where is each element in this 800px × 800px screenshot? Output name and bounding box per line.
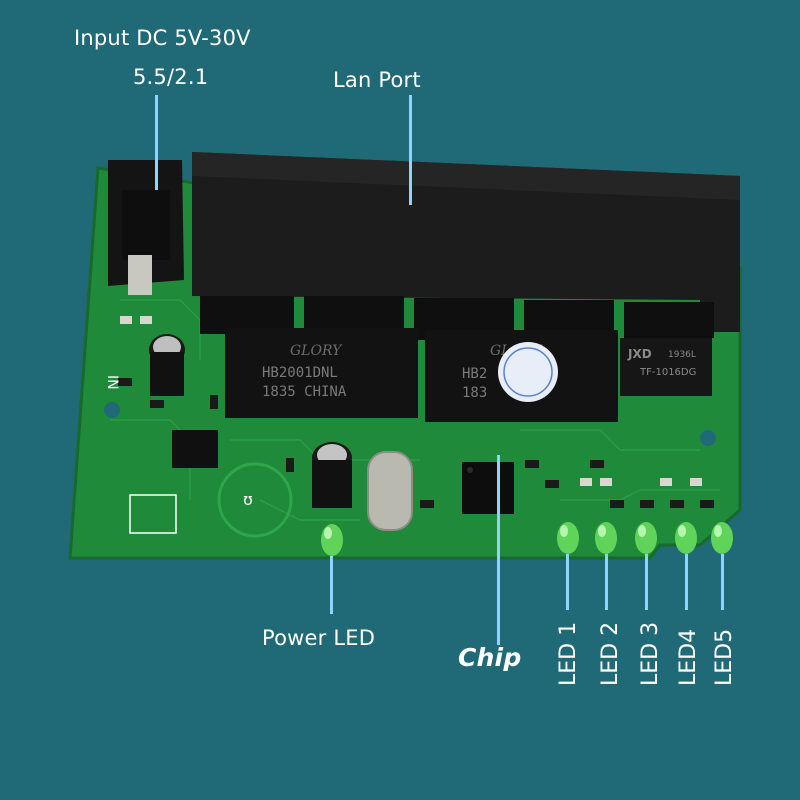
leader-line-led1 <box>566 554 569 610</box>
lan-port-label: Lan Port <box>333 68 421 92</box>
leader-line-power-led <box>330 556 333 614</box>
led4-label: LED4 <box>676 628 701 686</box>
svg-text:ʊ: ʊ <box>243 490 253 509</box>
jack-size-label: 5.5/2.1 <box>133 65 209 89</box>
qc-sticker <box>498 342 558 402</box>
leader-line-led3 <box>645 554 648 610</box>
svg-text:GLORY: GLORY <box>290 343 343 359</box>
dc-jack <box>108 160 184 295</box>
leader-line-led2 <box>605 554 608 610</box>
transformer-2: GLORY HB2 183 <box>425 330 618 422</box>
chip-label: Chip <box>458 643 522 672</box>
led-3 <box>635 522 657 554</box>
svg-text:183: 183 <box>462 385 487 401</box>
led-4 <box>675 522 697 554</box>
crystal <box>367 451 413 531</box>
input-label: Input DC 5V-30V <box>74 26 251 50</box>
capacitor-2 <box>312 442 352 508</box>
power-led <box>321 524 343 556</box>
led2-label: LED 2 <box>598 621 623 686</box>
leader-line-chip <box>497 455 500 645</box>
switch-chip <box>462 462 514 514</box>
relay: JXD 1936L TF-1016DG <box>620 338 712 396</box>
led-5 <box>711 522 733 554</box>
leader-line-led5 <box>721 554 724 610</box>
inductor-outline <box>217 462 293 538</box>
regulator-silkscreen <box>129 494 177 534</box>
svg-text:1835 CHINA: 1835 CHINA <box>262 384 347 400</box>
svg-text:JXD: JXD <box>627 347 652 361</box>
regulator <box>172 430 218 468</box>
led1-label: LED 1 <box>556 621 581 686</box>
svg-text:IN: IN <box>104 375 120 390</box>
leader-line-led4 <box>685 554 688 610</box>
capacitor-1 <box>149 334 185 396</box>
transformer-1: GLORY HB2001DNL 1835 CHINA <box>225 328 418 418</box>
leader-line-lan <box>409 95 412 205</box>
svg-text:1936L: 1936L <box>668 350 696 360</box>
led5-label: LED5 <box>712 628 737 686</box>
led-1 <box>557 522 579 554</box>
svg-text:TF-1016DG: TF-1016DG <box>639 367 696 378</box>
leader-line-input <box>155 95 158 190</box>
svg-text:HB2: HB2 <box>462 366 487 382</box>
led-2 <box>595 522 617 554</box>
led3-label: LED 3 <box>638 621 663 686</box>
lan-port-block <box>192 152 740 340</box>
power-led-label: Power LED <box>262 626 376 650</box>
svg-text:HB2001DNL: HB2001DNL <box>262 365 338 381</box>
